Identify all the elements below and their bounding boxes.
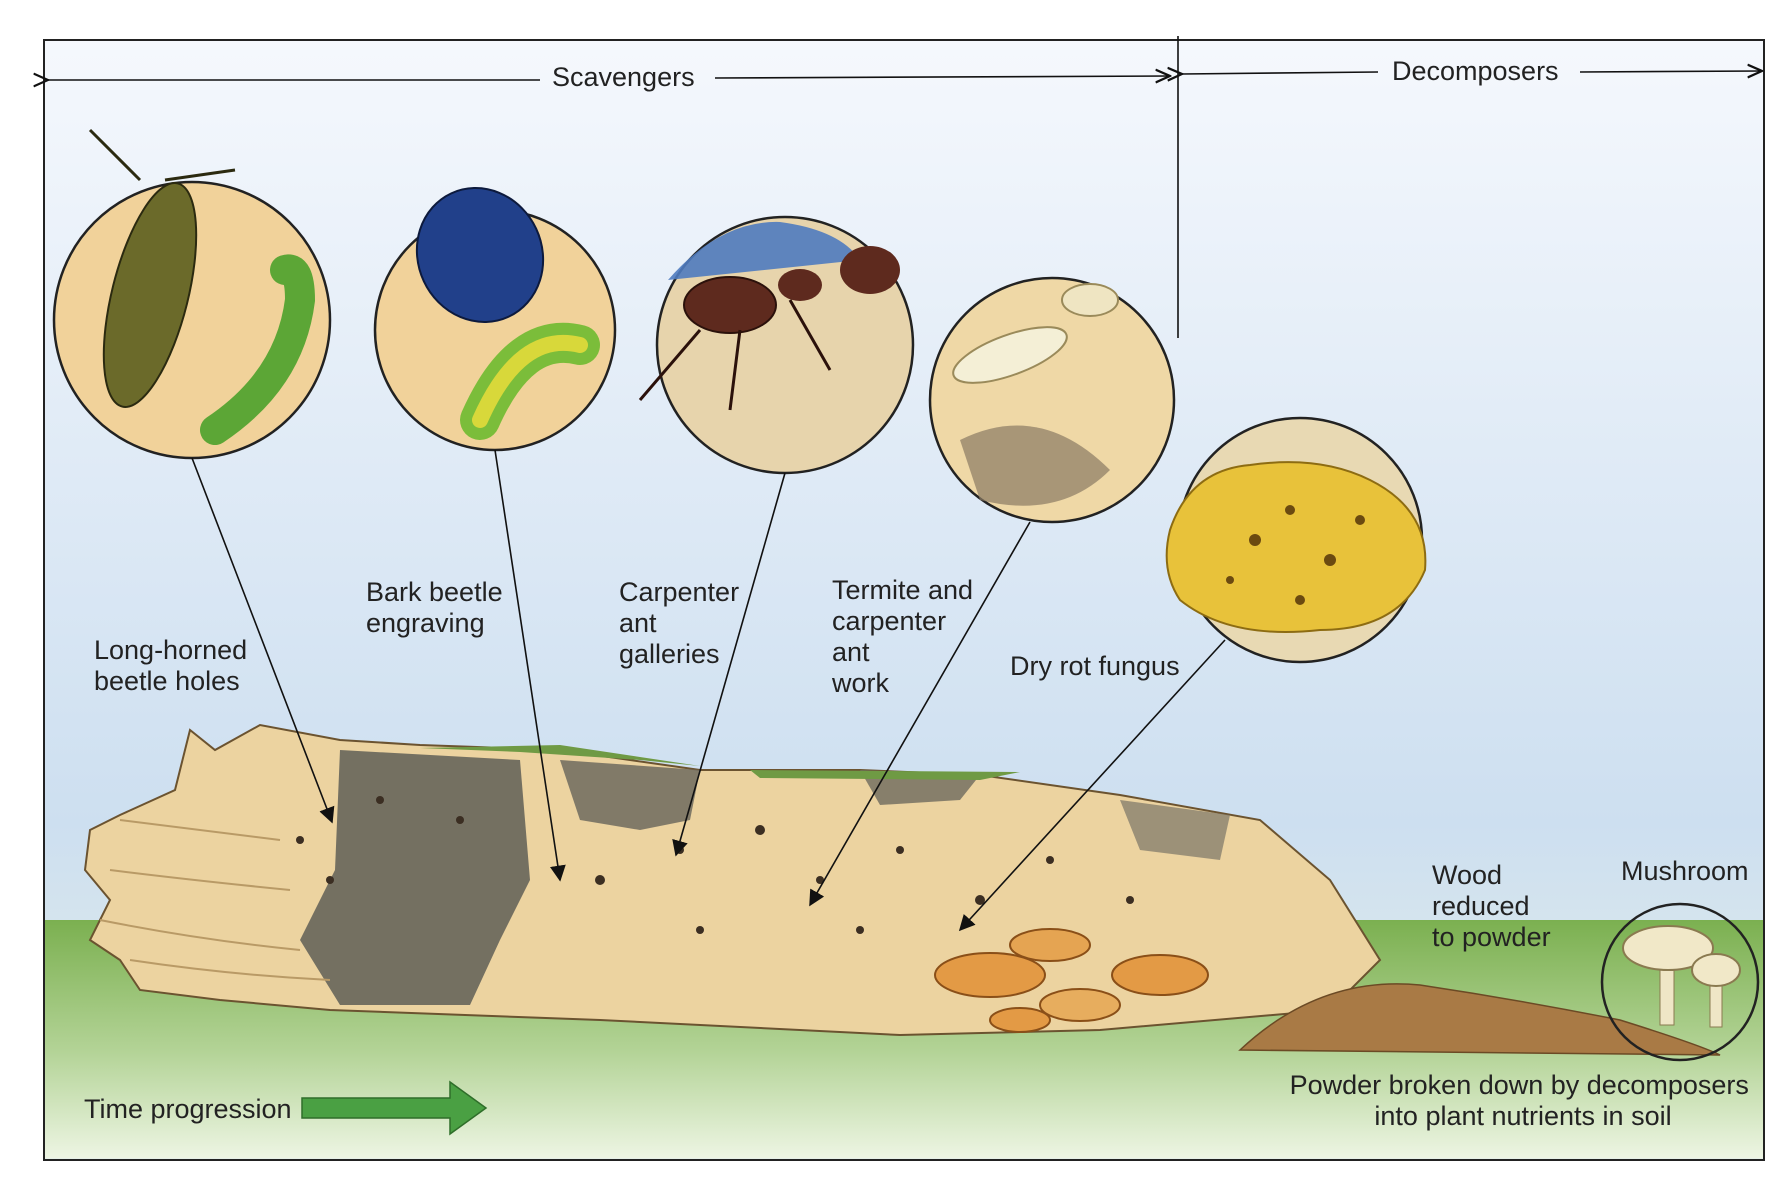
termite-circle — [930, 278, 1174, 522]
time-progression-label: Time progression — [84, 1094, 292, 1124]
scavengers-label: Scavengers — [552, 62, 695, 92]
label-dry-rot-fungus: Dry rot fungus — [1010, 651, 1180, 681]
decomposers-label: Decomposers — [1392, 56, 1559, 86]
label-long-horned-beetle: Long-horned beetle holes — [94, 635, 255, 696]
label-mushroom: Mushroom — [1621, 856, 1749, 886]
